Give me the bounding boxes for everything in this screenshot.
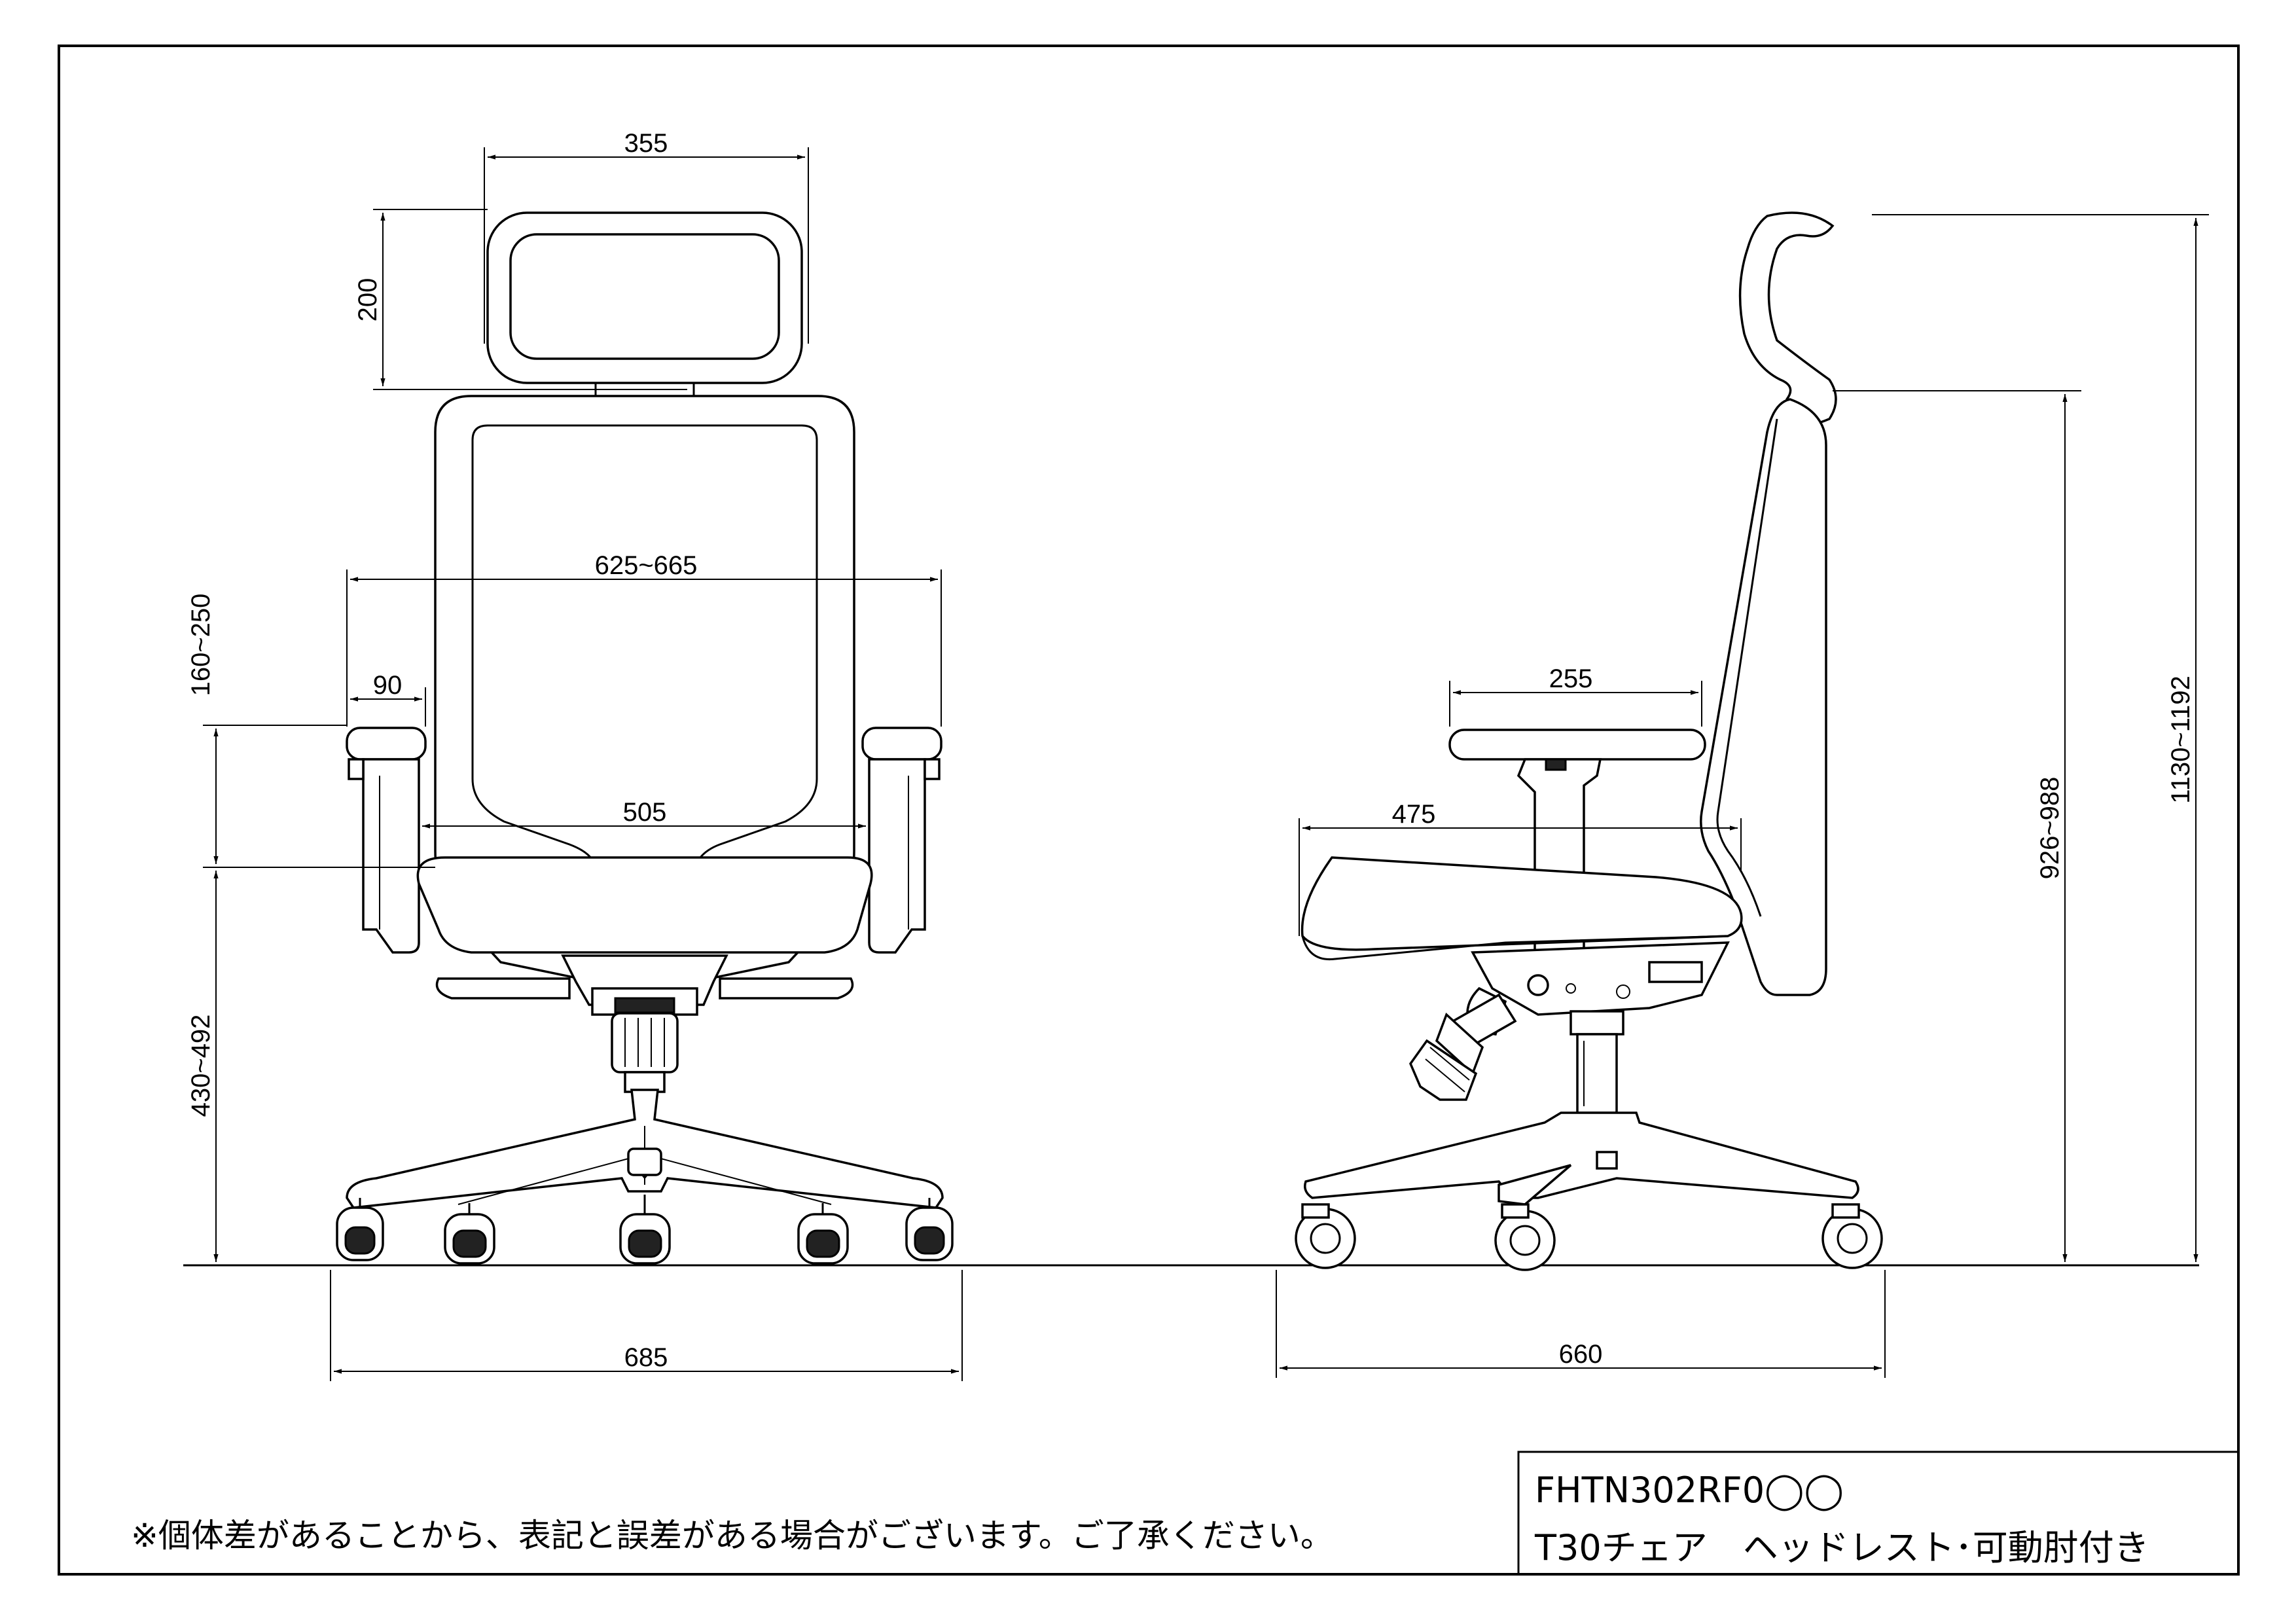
caster-side-3 xyxy=(1821,1203,1883,1269)
caster-front-1 xyxy=(336,1198,384,1261)
dim-inner-arm-width: 505 xyxy=(623,798,667,827)
dim-armrest-depth: 255 xyxy=(1549,664,1593,693)
dim-headrest-height: 200 xyxy=(353,278,382,322)
dim-backrest-height: 926~988 xyxy=(2036,777,2064,880)
product-name: T30チェア ヘッドレスト･可動肘付き xyxy=(1534,1527,2149,1568)
headrest-front xyxy=(486,211,803,396)
base-side xyxy=(1304,1111,1859,1206)
armrest-right-front xyxy=(861,727,942,954)
sheet-border xyxy=(58,45,2240,1576)
dim-armrest-pad-width: 90 xyxy=(373,671,403,700)
caster-side-1 xyxy=(1295,1203,1356,1269)
seat-shell-side xyxy=(1301,935,1729,961)
dim-armrest-height: 160~250 xyxy=(187,594,215,696)
gas-cylinder-front xyxy=(611,1012,679,1093)
armrest-left-front xyxy=(346,727,427,954)
dim-seat-height: 430~492 xyxy=(187,1015,215,1117)
dim-base-width-front: 685 xyxy=(624,1343,668,1372)
dimension-lines-side xyxy=(1276,214,2209,1378)
caster-front-5 xyxy=(905,1198,954,1261)
caster-front-2 xyxy=(444,1203,495,1265)
mechanism-side xyxy=(1466,941,1730,1036)
tension-knob-side xyxy=(1409,993,1517,1101)
backrest-side xyxy=(1700,398,1827,996)
model-number: FHTN302RF0◯◯ xyxy=(1535,1470,1844,1511)
base-front xyxy=(346,1089,944,1209)
dim-seat-depth: 475 xyxy=(1392,800,1436,829)
dimension-lines-front xyxy=(203,147,963,1381)
caster-front-4 xyxy=(797,1203,849,1265)
mechanism-front xyxy=(435,954,854,1016)
title-block: FHTN302RF0◯◯ T30チェア ヘッドレスト･可動肘付き xyxy=(1517,1451,2240,1576)
seat-front xyxy=(416,856,873,954)
seat-side xyxy=(1300,856,1743,951)
chair-front-view xyxy=(336,211,954,1265)
dim-base-depth-side: 660 xyxy=(1559,1340,1603,1369)
caster-front-3 xyxy=(619,1195,671,1265)
dim-headrest-width: 355 xyxy=(624,129,668,158)
chair-side-view xyxy=(1295,211,1883,1271)
caster-side-2 xyxy=(1494,1203,1556,1271)
dim-armrest-outer-width: 625~665 xyxy=(595,551,698,580)
headrest-side xyxy=(1738,211,1837,427)
dim-overall-height: 1130~1192 xyxy=(2166,676,2195,803)
gas-cylinder-side xyxy=(1570,1010,1624,1114)
tolerance-note: ※個体差があることから、表記と誤差がある場合がございます。ご了承ください。 xyxy=(131,1517,1333,1555)
